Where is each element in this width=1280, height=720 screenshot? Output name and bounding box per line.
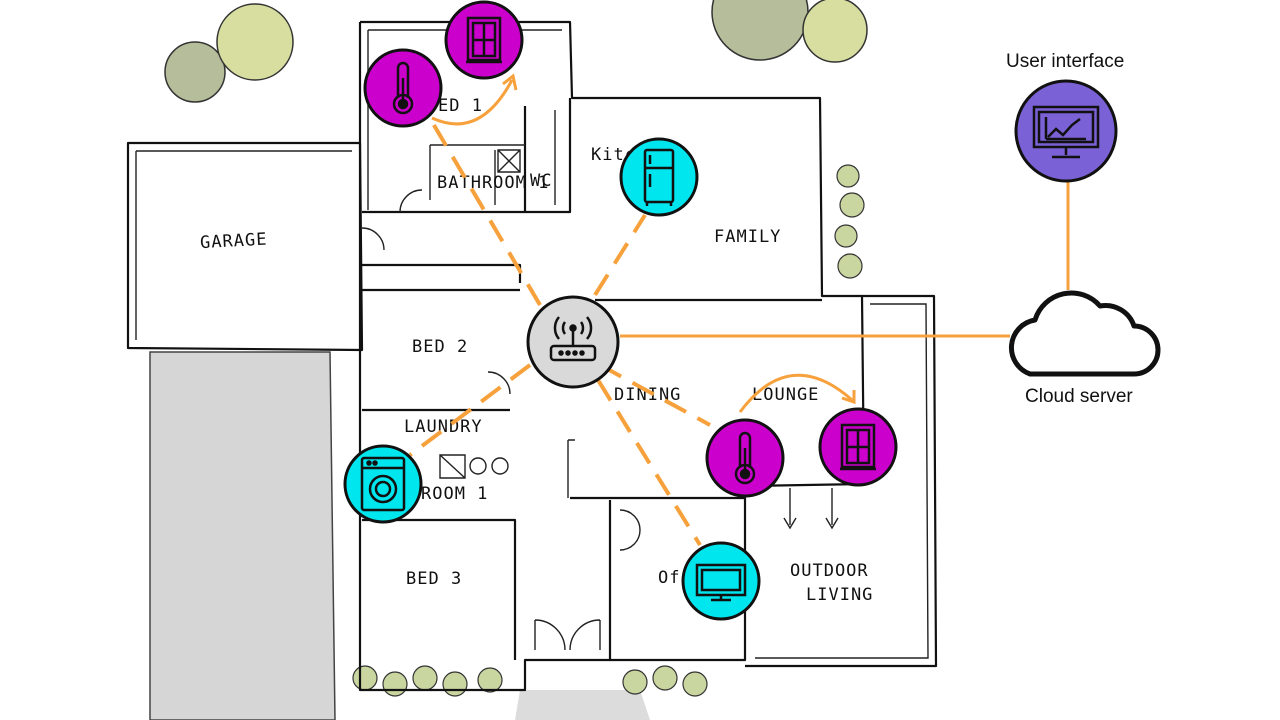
window-bed1-device[interactable]: [446, 2, 522, 78]
room-label-outdoor-2: LIVING: [806, 585, 873, 605]
room-label-outdoor-1: OUTDOOR: [790, 561, 869, 581]
link-router-thermostat-bed1: [428, 115, 540, 305]
washer-laundry-device[interactable]: [345, 446, 421, 522]
cloud-server-device[interactable]: [1011, 293, 1158, 374]
tv-office-device[interactable]: [683, 543, 759, 619]
window-lounge-device[interactable]: [820, 409, 896, 485]
thermostat-bed1-device[interactable]: [365, 50, 441, 126]
cloud-icon: [1011, 293, 1158, 374]
router-hub-device[interactable]: [528, 297, 618, 387]
room-label-bed3: BED 3: [406, 569, 462, 589]
room-label-wc: WC: [530, 171, 552, 191]
fridge-kitchen-device[interactable]: [621, 139, 697, 215]
room-label-bathroom-lower: ROOM 1: [421, 484, 488, 504]
hedge-right: [835, 165, 864, 278]
room-label-garage: GARAGE: [200, 230, 268, 254]
user-interface-label: User interface: [1006, 51, 1124, 73]
driveway: [150, 352, 650, 720]
room-label-office: Of: [658, 568, 680, 588]
user-interface-device[interactable]: [1016, 81, 1116, 181]
room-label-laundry: LAUNDRY: [404, 417, 483, 437]
cloud-server-label: Cloud server: [1025, 386, 1133, 408]
room-label-bed1: ED 1: [438, 96, 483, 116]
thermostat-lounge-device[interactable]: [707, 420, 783, 496]
room-label-family: FAMILY: [714, 227, 781, 247]
room-label-bed2: BED 2: [412, 337, 468, 357]
link-router-fridge: [595, 215, 645, 295]
